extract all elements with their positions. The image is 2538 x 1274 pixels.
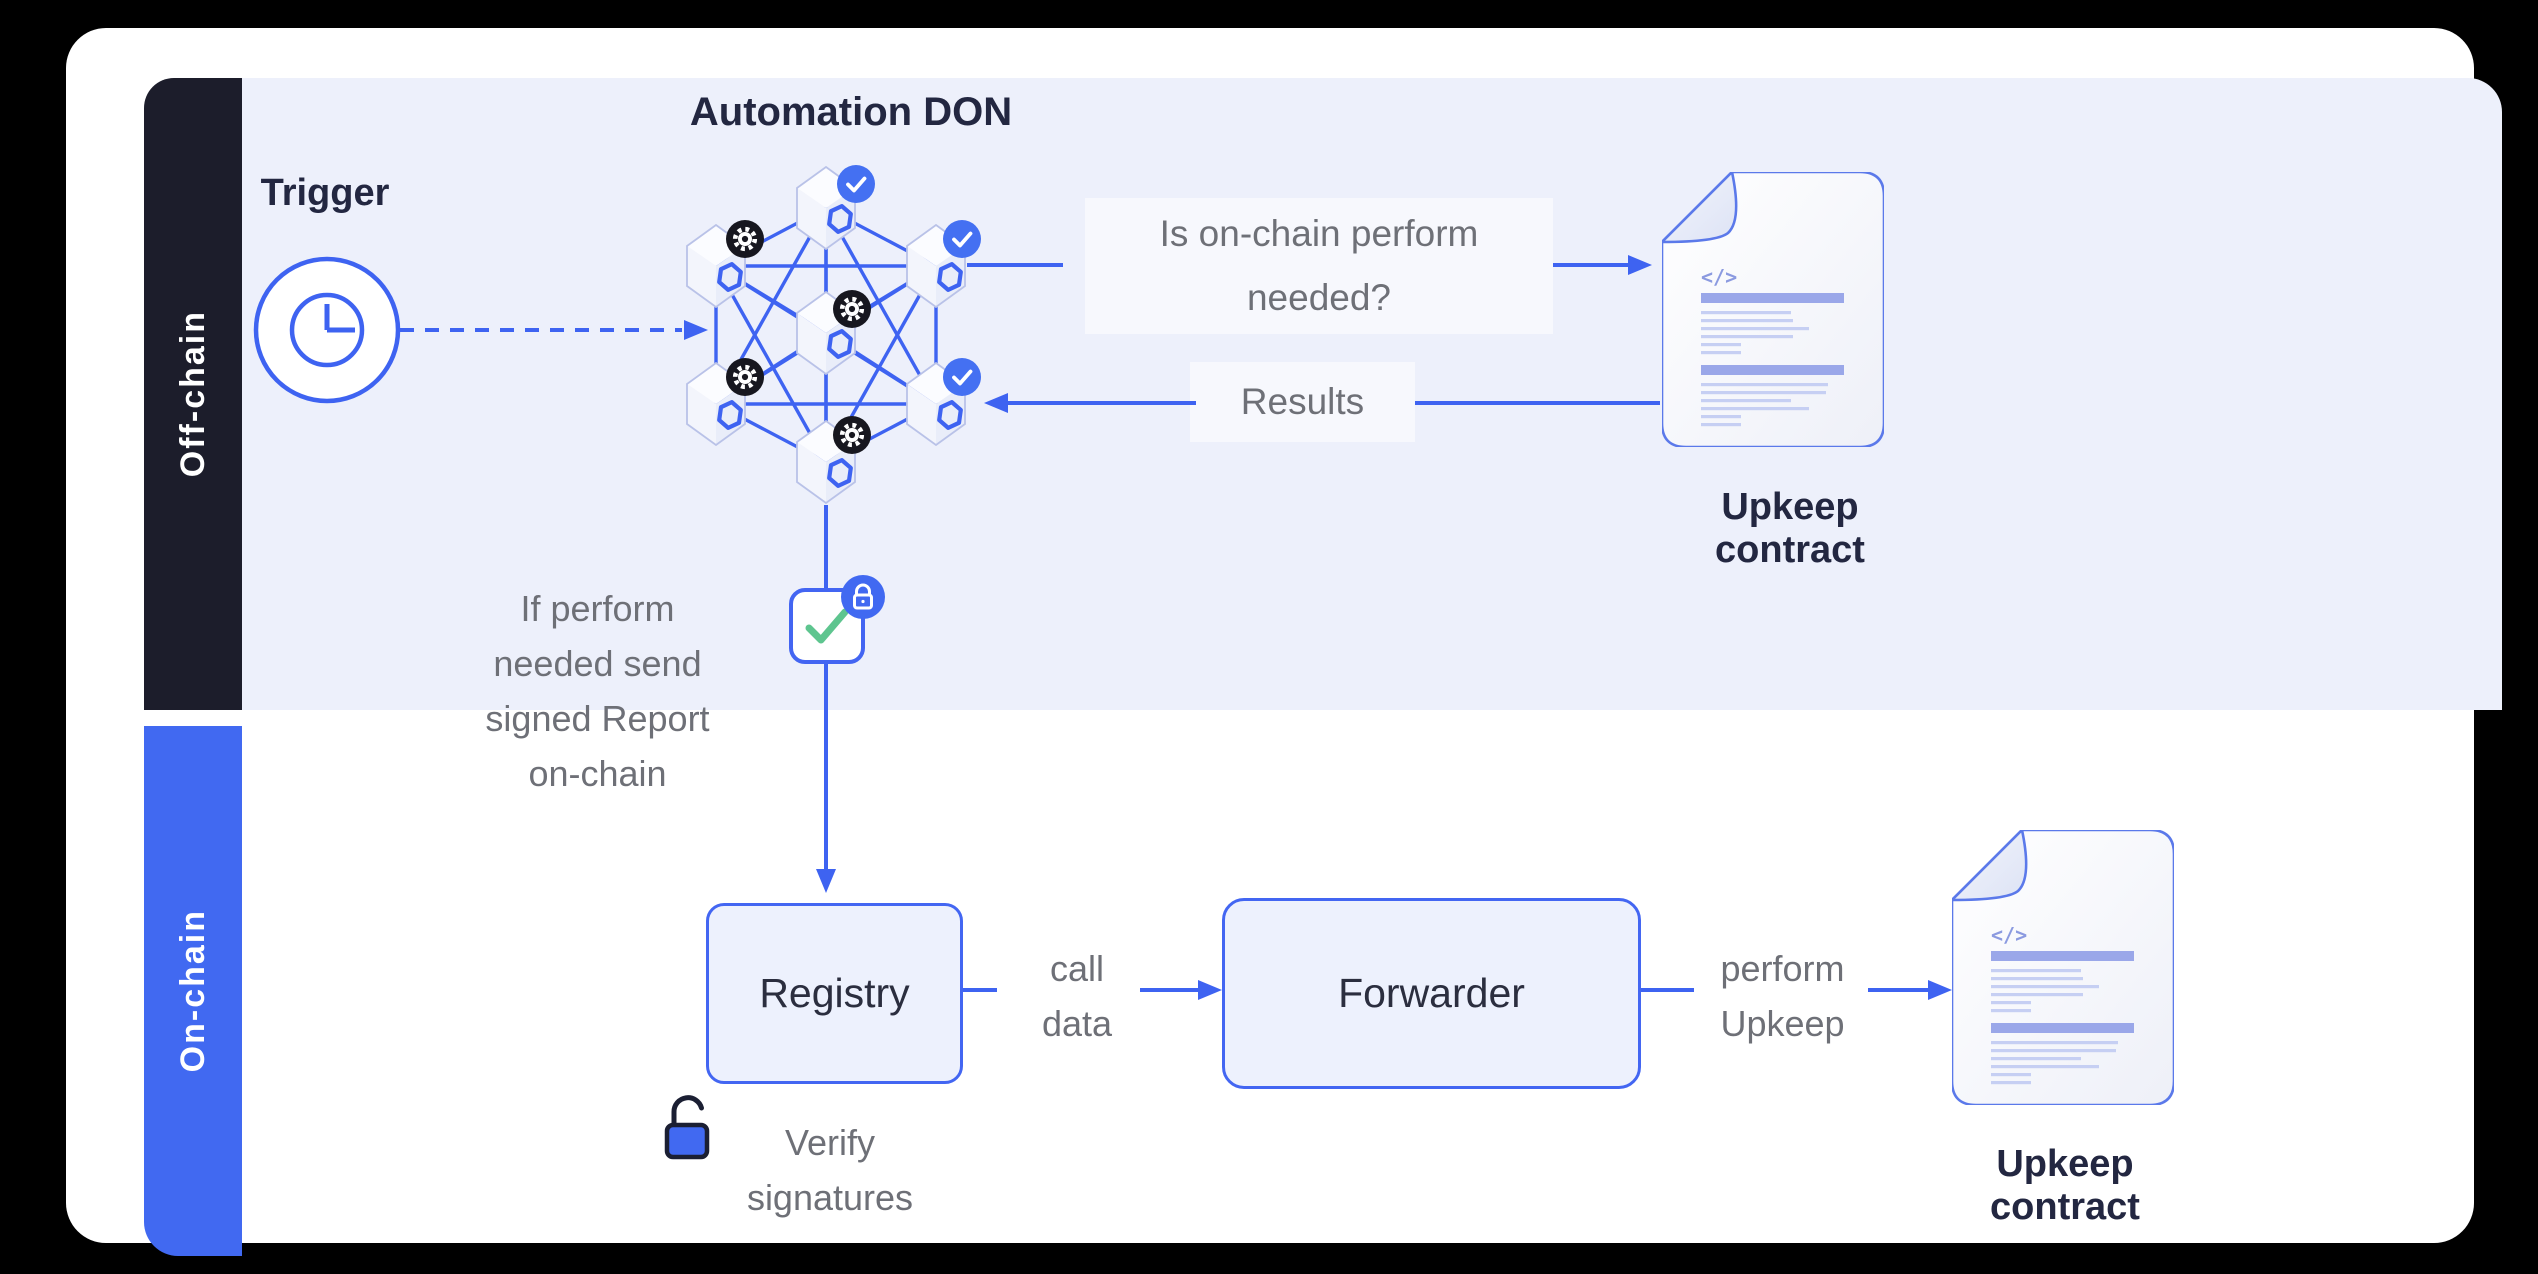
registry-label: Registry [759, 970, 910, 1016]
forwarder-box: Forwarder [1222, 898, 1641, 1089]
report-note: If perform needed send signed Report on-… [455, 581, 740, 801]
open-padlock-icon [664, 1095, 710, 1160]
call-data-line: call [1049, 948, 1105, 989]
registry-box: Registry [706, 903, 963, 1084]
green-check-icon [805, 608, 849, 644]
call-data-line: data [1041, 1003, 1113, 1044]
onchain-label: On-chain [173, 909, 212, 1073]
results-box: Results [1190, 362, 1415, 442]
trigger-title: Trigger [260, 172, 390, 214]
gear-badge [725, 219, 765, 259]
gear-badge [725, 357, 765, 397]
check-badge [942, 357, 982, 397]
question-line1: Is on-chain perform [1159, 213, 1479, 254]
verify-signatures-note: Verify signatures [700, 1115, 960, 1225]
upkeep-contract-title-onchain: Upkeep contract [1990, 1143, 2140, 1228]
clock-icon [253, 256, 401, 404]
call-data-note: call data [1007, 941, 1147, 1051]
automation-don-title: Automation DON [689, 90, 1013, 134]
offchain-label: Off-chain [173, 310, 212, 478]
verify-signatures-line: signatures [746, 1177, 914, 1218]
sidebar-onchain: On-chain [144, 726, 242, 1256]
report-note-line: If perform [520, 588, 675, 629]
gear-badge [832, 415, 872, 455]
check-badge [836, 164, 876, 204]
gear-badge [832, 289, 872, 329]
perform-upkeep-note: perform Upkeep [1700, 941, 1865, 1051]
sidebar-offchain: Off-chain [144, 78, 242, 710]
results-label: Results [1240, 381, 1365, 422]
perform-upkeep-line: Upkeep [1720, 1003, 1845, 1044]
report-note-line: signed Report [485, 698, 710, 739]
upkeep-contract-doc-onchain [1952, 830, 2174, 1105]
question-line2: needed? [1246, 277, 1392, 318]
report-note-line: needed send [493, 643, 702, 684]
verify-signatures-line: Verify [784, 1122, 876, 1163]
report-note-line: on-chain [528, 753, 667, 794]
upkeep-contract-title-offchain: Upkeep contract [1715, 486, 1865, 571]
perform-upkeep-line: perform [1720, 948, 1845, 989]
forwarder-label: Forwarder [1338, 970, 1525, 1016]
lock-badge [840, 574, 886, 620]
upkeep-contract-doc-offchain [1662, 172, 1884, 447]
check-badge [942, 219, 982, 259]
question-box: Is on-chain perform needed? [1085, 198, 1553, 334]
